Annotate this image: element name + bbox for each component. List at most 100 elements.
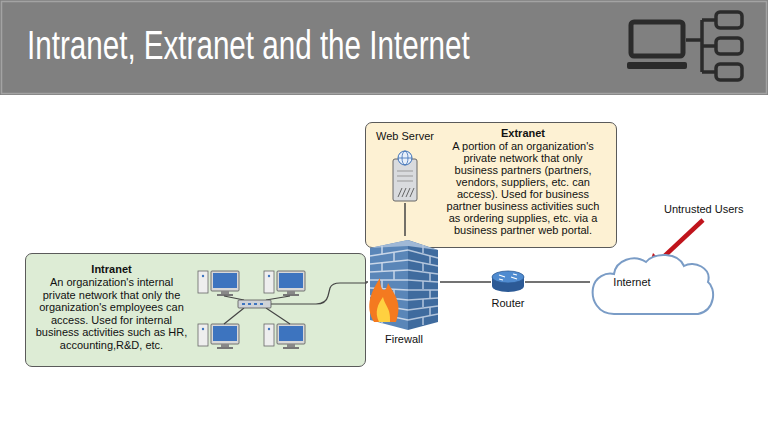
network-icon-part (702, 44, 716, 48)
intranet-box-drawing-part (287, 344, 295, 347)
network-icon-part (631, 22, 683, 56)
node-description: A portion of an organization's private n… (444, 140, 602, 236)
firewall-icon-drawing-part (370, 279, 408, 281)
intranet-box-drawing-part (248, 303, 251, 305)
firewall-icon-drawing-part (377, 297, 390, 322)
web-server-icon-drawing-part (397, 176, 413, 177)
router-icon-drawing-part (492, 271, 524, 283)
intranet-box-drawing-part (268, 275, 270, 277)
firewall-icon: Firewall (368, 236, 440, 330)
intranet-box: IntranetAn organization's internal priva… (25, 253, 366, 367)
node-heading: Extranet (444, 127, 602, 139)
intranet-box-drawing-part (287, 291, 295, 294)
intranet-box-drawing-part (202, 275, 204, 277)
firewall-icon-drawing-part (422, 245, 424, 253)
web-server-icon: Web Server (389, 149, 421, 203)
intranet-box-drawing-part (268, 328, 270, 330)
node-description: An organization's internal private netwo… (34, 276, 189, 351)
firewall-icon-drawing-part (408, 240, 438, 330)
intranet-box-drawing-part (283, 347, 299, 349)
intranet-box-drawing-part-part (224, 308, 244, 324)
router-icon-drawing-part-part (511, 277, 517, 279)
intranet-box-drawing-part (279, 326, 303, 341)
firewall-icon-drawing-part (429, 256, 431, 264)
firewall-icon-drawing-part (393, 271, 395, 280)
intranet-box-drawing-part (221, 291, 229, 294)
intranet-box-drawing-part (264, 271, 274, 293)
intranet-box-drawing-part (242, 303, 245, 305)
intranet-box-drawing-part (211, 271, 239, 291)
page-title: Intranet, Extranet and the Internet (27, 22, 470, 68)
intranet-box-drawing-part (254, 303, 257, 305)
router-icon-drawing (491, 270, 525, 294)
router-icon-drawing-part-part (499, 275, 505, 277)
internet-cloud: Internet (590, 250, 716, 318)
web-server-icon-drawing-part (397, 171, 413, 172)
web-server-icon-drawing-part-part (398, 188, 402, 197)
intranet-box-drawing-part (238, 300, 271, 308)
intranet-box-drawing-part (260, 303, 263, 305)
firewall-icon-drawing-part (429, 307, 431, 315)
firewall-icon-drawing-part (429, 290, 431, 298)
firewall-icon-drawing-part (422, 281, 424, 289)
network-icon (627, 12, 742, 80)
web-server-icon-drawing-part (398, 188, 414, 197)
intranet-box-drawing-part (211, 324, 239, 344)
intranet-box-drawing-part (277, 324, 305, 344)
extranet-box: ExtranetA portion of an organization's p… (365, 122, 617, 248)
router-icon-drawing-part-part (513, 274, 517, 275)
intranet-box-drawing-part (264, 324, 274, 346)
intranet-box-drawing-part (279, 273, 303, 288)
firewall-icon-drawing-part (370, 240, 408, 330)
internet-cloud-drawing (590, 250, 716, 318)
network-icon-part (627, 62, 687, 69)
intranet-box-drawing-part-part (224, 296, 244, 300)
firewall-icon-drawing-part (370, 270, 408, 272)
node-label: Web Server (373, 130, 437, 142)
firewall-icon-drawing-part (370, 240, 438, 250)
web-server-icon-drawing-part-part (402, 188, 406, 197)
firewall-icon-drawing-part (422, 299, 424, 307)
firewall-icon-drawing-part (370, 250, 408, 256)
firewall-icon-drawing-part (381, 263, 383, 272)
intranet-box-drawing-part (217, 347, 233, 349)
web-server-icon-drawing (389, 149, 421, 203)
network-icon-part (716, 38, 742, 54)
network-link (404, 203, 406, 236)
node-label: Firewall (364, 333, 444, 345)
firewall-icon-drawing-part (393, 252, 395, 261)
network-link (440, 281, 491, 283)
intranet-box-drawing-part (213, 326, 237, 341)
internet-cloud-drawing-part (593, 255, 713, 314)
router-icon-drawing-part (499, 274, 517, 280)
intranet-box-drawing-part-part (266, 296, 290, 300)
network-link (366, 281, 368, 283)
node-label: Internet (604, 276, 660, 288)
network-icon-part (702, 70, 716, 74)
annotation-label: Untrusted Users (664, 203, 743, 215)
network-icon-part (686, 38, 702, 42)
intranet-box-drawing-part (202, 328, 204, 330)
network-link (525, 281, 590, 283)
web-server-icon-drawing-part (397, 181, 413, 182)
intranet-box-drawing-part (277, 271, 305, 291)
node-heading: Intranet (34, 263, 189, 275)
firewall-icon-drawing-part (369, 278, 398, 322)
web-server-icon-drawing-part (398, 158, 412, 159)
firewall-icon-drawing-part (422, 317, 424, 325)
intranet-box-drawing-part-part (266, 308, 290, 324)
title-banner-part (2, 2, 767, 94)
intranet-box-drawing-part-part (271, 283, 367, 304)
web-server-icon-drawing-part-part (410, 188, 414, 197)
web-server-icon-drawing-part-part (406, 188, 410, 197)
intranet-box-drawing-part (198, 271, 208, 293)
network-icon-part (716, 12, 742, 28)
intranet-box-drawing-part (198, 324, 208, 346)
firewall-icon-drawing (368, 236, 440, 330)
intranet-box-drawing-part (213, 273, 237, 288)
firewall-icon-drawing-part (429, 273, 431, 281)
node-label: Router (478, 297, 538, 309)
network-icon-part (702, 18, 716, 22)
network-icon-part (716, 64, 742, 80)
intranet-box-drawing-part (221, 344, 229, 347)
